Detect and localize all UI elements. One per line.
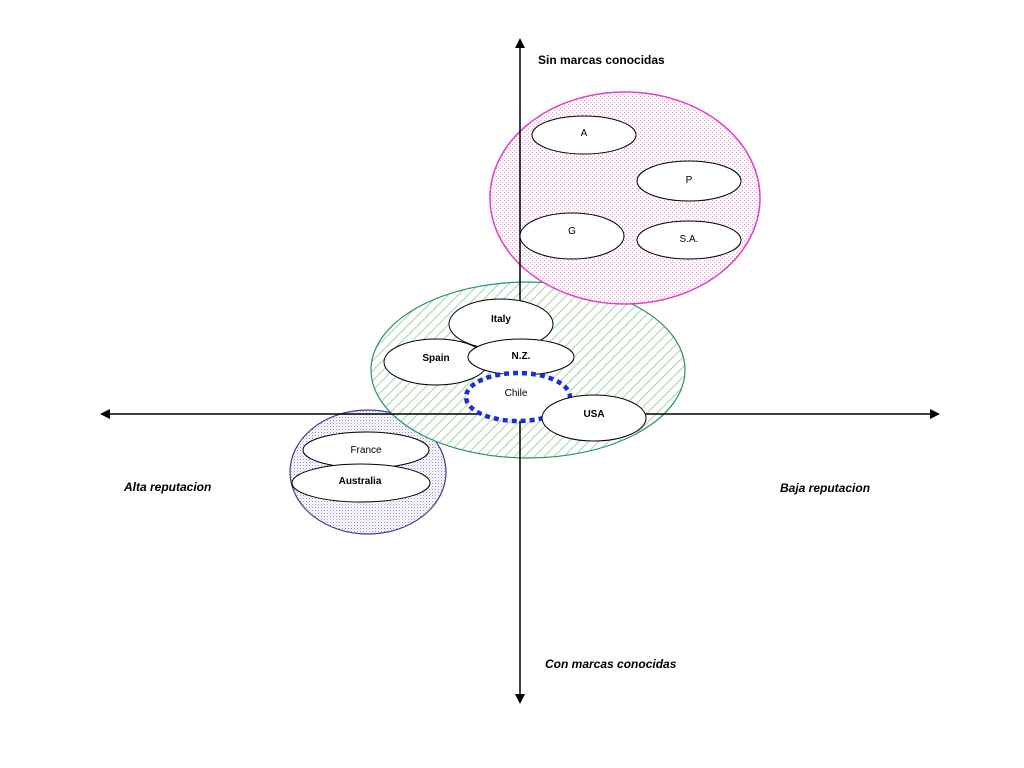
item-sa-oval: [636, 220, 742, 260]
item-g-label: G: [568, 226, 576, 237]
axis-label-right: Baja reputacion: [780, 481, 870, 495]
item-p: P: [636, 160, 742, 202]
item-italy-label: Italy: [491, 314, 511, 325]
item-italy: Italy: [448, 298, 554, 350]
item-usa-label: USA: [583, 409, 604, 420]
item-chile-label: Chile: [505, 388, 528, 399]
item-a-label: A: [581, 128, 588, 139]
item-australia-oval: [291, 463, 431, 503]
item-usa-oval: [541, 394, 647, 442]
item-usa: USA: [541, 394, 647, 442]
axis-label-left: Alta reputacion: [123, 480, 211, 494]
item-a-oval: [531, 115, 637, 155]
item-nz-label: N.Z.: [512, 351, 531, 362]
item-g: G: [519, 212, 625, 260]
item-chile-ring: [463, 370, 573, 424]
item-france: France: [302, 431, 430, 469]
item-g-oval: [519, 212, 625, 260]
item-sa-label: S.A.: [680, 234, 699, 245]
item-p-oval: [636, 160, 742, 202]
item-a: A: [531, 115, 637, 155]
axis-label-top: Sin marcas conocidas: [538, 53, 665, 67]
item-sa: S.A.: [636, 220, 742, 260]
item-australia-label: Australia: [339, 476, 382, 487]
item-chile: Chile: [463, 370, 573, 424]
item-australia: Australia: [291, 463, 431, 503]
item-p-label: P: [686, 175, 693, 186]
item-france-label: France: [350, 445, 382, 456]
item-spain-label: Spain: [422, 353, 449, 364]
axis-label-bottom: Con marcas conocidas: [545, 657, 677, 671]
item-nz: N.Z.: [467, 338, 575, 376]
